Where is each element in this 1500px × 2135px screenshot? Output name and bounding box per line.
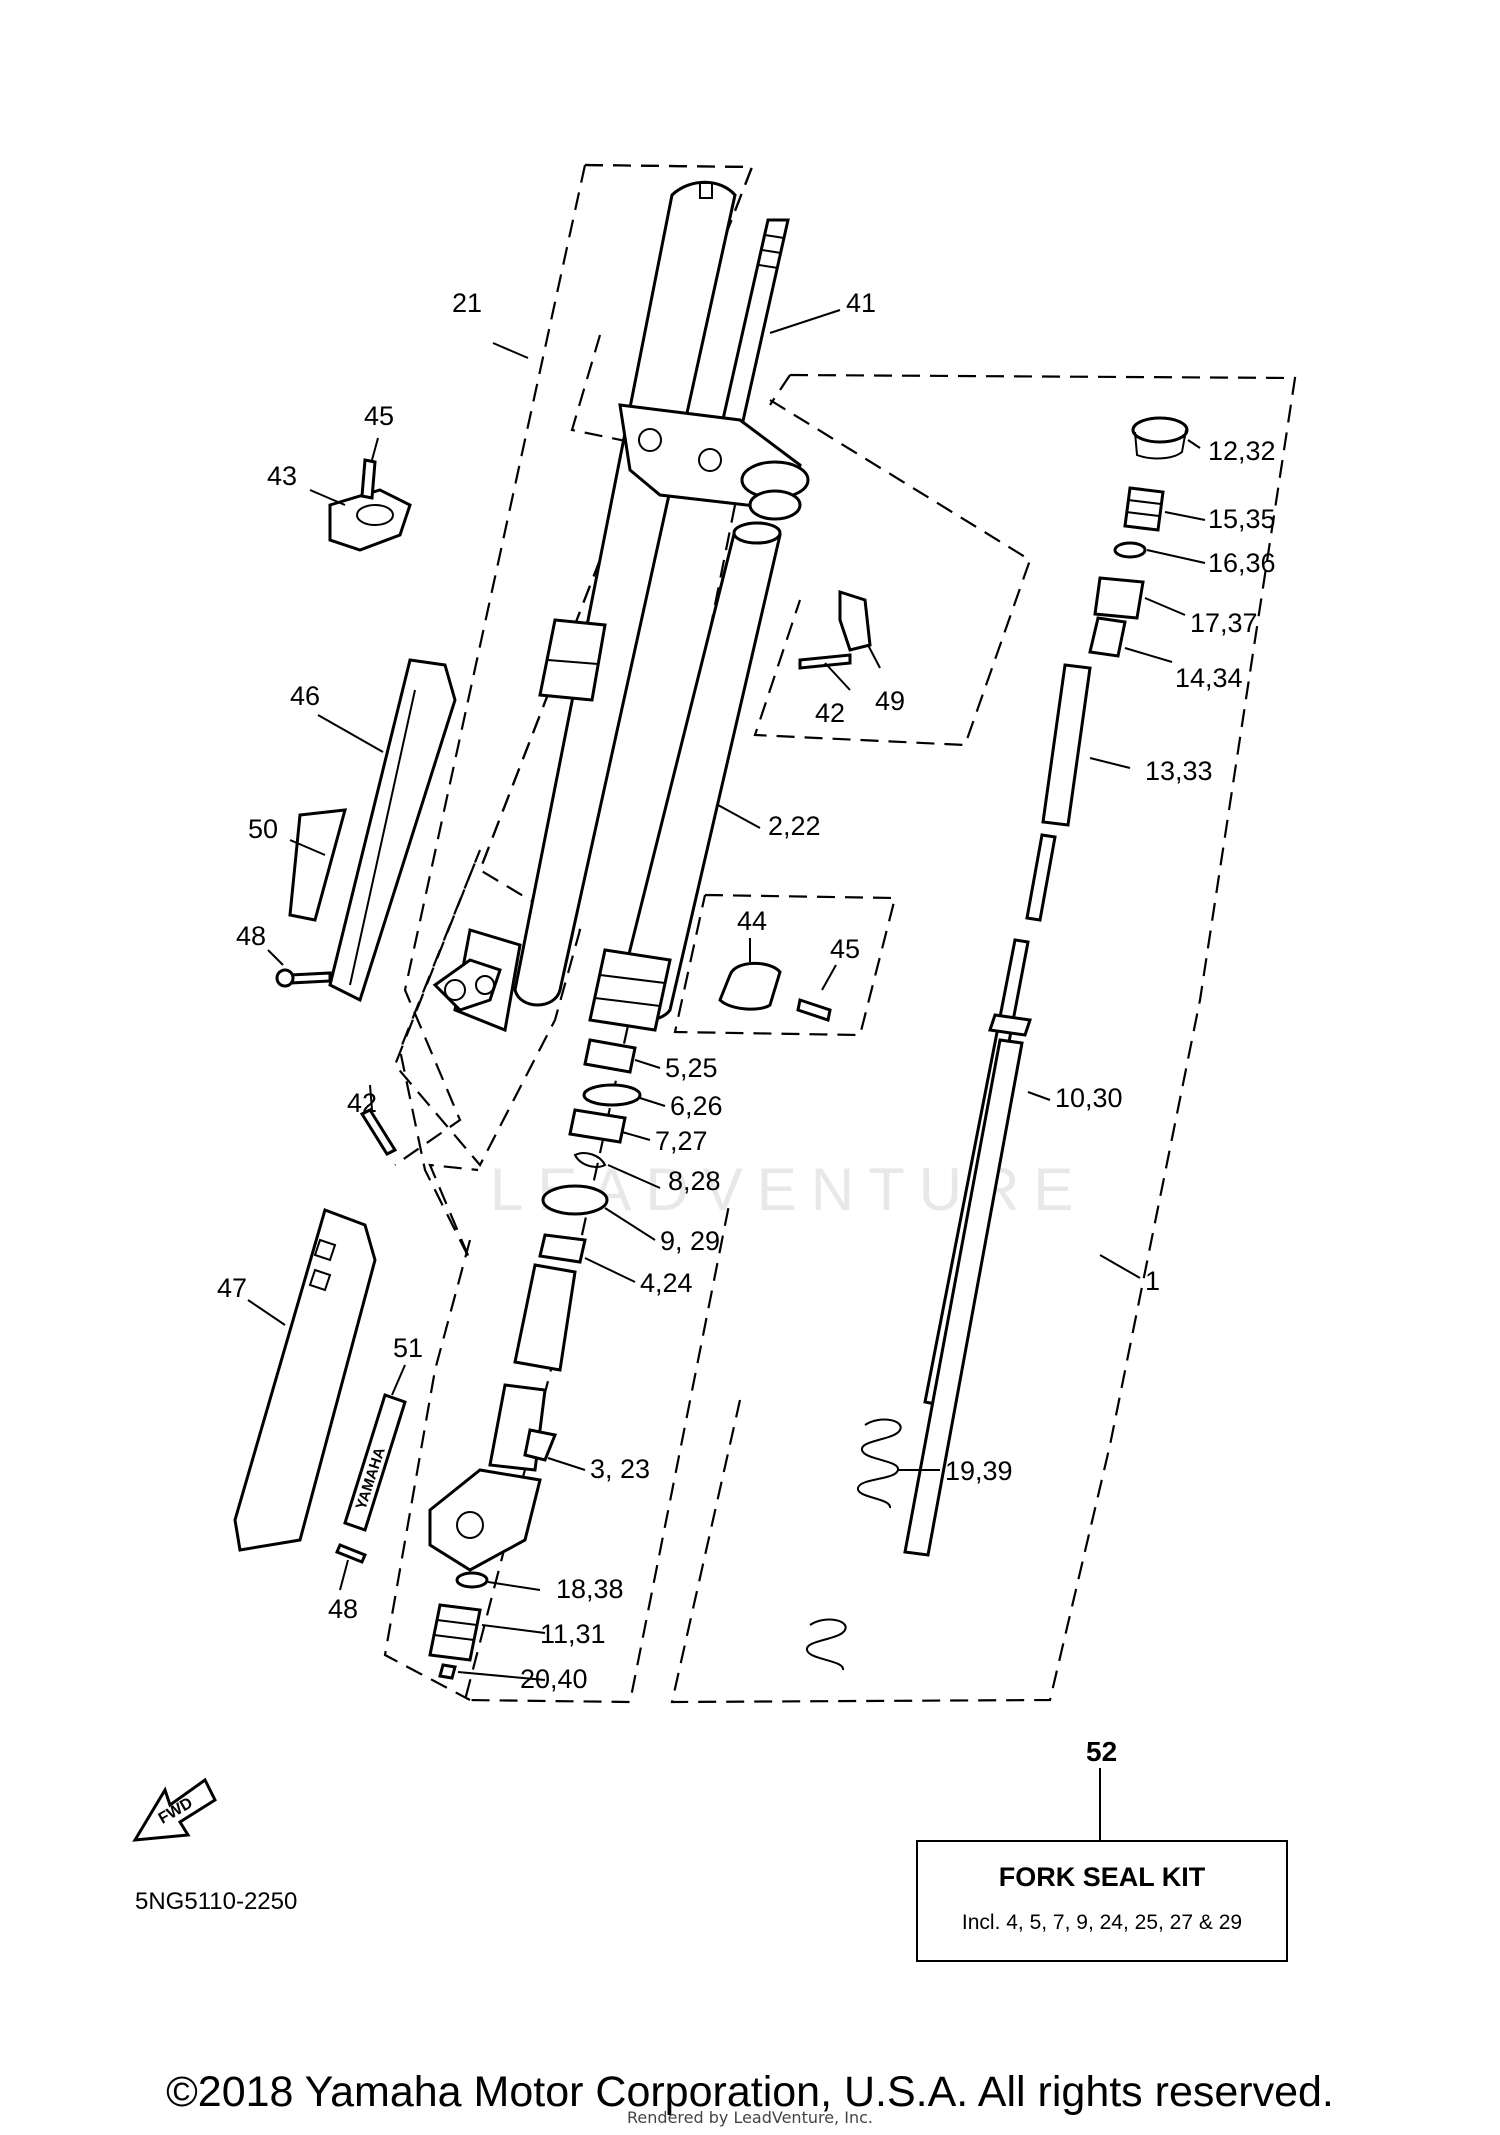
damper-parts <box>903 416 1189 1557</box>
bolt-42a <box>798 653 852 670</box>
fwd-arrow: FWD <box>132 1777 217 1842</box>
callout-2-22: 2,22 <box>768 811 821 841</box>
part-14 <box>1088 616 1127 658</box>
callout-1: 1 <box>1145 1266 1160 1296</box>
diagram-code: 5NG5110-2250 <box>135 1888 298 1915</box>
outline-group-left <box>394 164 587 1166</box>
callout-46: 46 <box>290 681 320 711</box>
inner-tube <box>588 521 782 1032</box>
callout-49: 49 <box>875 686 905 716</box>
part-51 <box>343 1393 407 1532</box>
part-43 <box>328 488 412 552</box>
part-8 <box>573 1152 607 1168</box>
callout-9-29: 9, 29 <box>660 1226 720 1256</box>
callout-51: 51 <box>393 1333 423 1363</box>
callout-42-lower: 42 <box>347 1088 377 1118</box>
callout-4-24: 4,24 <box>640 1268 693 1298</box>
bolt-42b <box>359 1108 398 1156</box>
callout-6-26: 6,26 <box>670 1091 723 1121</box>
outline-group-1 <box>769 374 791 406</box>
callout-19-39: 19,39 <box>945 1456 1013 1486</box>
callout-15-35: 15,35 <box>1208 504 1276 534</box>
callout-7-27: 7,27 <box>655 1126 708 1156</box>
part-17 <box>1093 576 1145 620</box>
part-16 <box>1113 541 1147 559</box>
callout-18-38: 18,38 <box>556 1574 624 1604</box>
callout-42-bracket: 42 <box>815 698 845 728</box>
part-15 <box>1123 486 1165 532</box>
callout-45-mid: 45 <box>830 934 860 964</box>
part-11 <box>428 1603 482 1662</box>
callout-44: 44 <box>737 906 767 936</box>
outer-tube <box>432 180 737 1033</box>
spring <box>806 1418 902 1671</box>
callout-17-37: 17,37 <box>1190 608 1258 638</box>
callout-14-34: 14,34 <box>1175 663 1243 693</box>
bolt-48b <box>335 1543 367 1564</box>
part-44 <box>718 961 782 1011</box>
callout-5-25: 5,25 <box>665 1053 718 1083</box>
callout-3-23: 3, 23 <box>590 1454 650 1484</box>
part-47 <box>233 1208 377 1552</box>
callout-45-top: 45 <box>364 401 394 431</box>
callout-43: 43 <box>267 461 297 491</box>
callout-21: 21 <box>452 288 482 318</box>
part-rod-thread <box>1025 833 1057 922</box>
callout-48-bottom: 48 <box>328 1594 358 1624</box>
part-7 <box>568 1108 627 1144</box>
callout-47: 47 <box>217 1273 247 1303</box>
bolt-45a <box>360 458 377 500</box>
callout-12-32: 12,32 <box>1208 436 1276 466</box>
outline-group-49 <box>753 399 1032 747</box>
bolt-45b <box>796 998 832 1022</box>
callout-11-31: 11,31 <box>540 1619 606 1649</box>
outline-group-44 <box>673 893 897 1037</box>
part-12 <box>1131 416 1189 444</box>
bolt-48a <box>288 971 332 985</box>
outline-damper-assy <box>670 373 1297 1704</box>
kit-includes: Incl. 4, 5, 7, 9, 24, 25, 27 & 29 <box>961 1911 1243 1934</box>
callout-10-30: 10,30 <box>1055 1083 1123 1113</box>
callout-8-28: 8,28 <box>668 1166 721 1196</box>
part-6 <box>582 1083 642 1107</box>
part-4 <box>538 1233 587 1264</box>
lower-fork-leg <box>428 1263 577 1572</box>
part-9 <box>541 1184 609 1216</box>
seal-stack <box>538 1038 642 1264</box>
part-50 <box>288 808 348 922</box>
callout-20-40: 20,40 <box>520 1664 588 1694</box>
outline-lower-clamp <box>383 1239 472 1701</box>
fork-guards: YAMAHA <box>233 658 457 1564</box>
kit-title: FORK SEAL KIT <box>998 1862 1206 1892</box>
copyright-notice: ©2018 Yamaha Motor Corporation, U.S.A. A… <box>166 2068 1334 2116</box>
part-13 <box>1041 663 1092 827</box>
clamp-brackets <box>328 458 872 1156</box>
steering-stem <box>618 218 810 521</box>
callout-48-top: 48 <box>236 921 266 951</box>
kit-callout-number: 52 <box>1086 1736 1118 1767</box>
part-5 <box>583 1038 637 1074</box>
bottom-parts <box>428 1571 489 1680</box>
part-20 <box>438 1663 457 1680</box>
part-46 <box>328 658 457 1003</box>
callout-16-36: 16,36 <box>1208 548 1276 578</box>
fork-seal-kit-box: FORK SEAL KIT Incl. 4, 5, 7, 9, 24, 25, … <box>916 1840 1288 1962</box>
leader-lines <box>247 309 1206 1840</box>
part-49 <box>838 589 872 652</box>
callout-13-33: 13,33 <box>1145 756 1213 786</box>
part-18 <box>455 1571 489 1589</box>
callout-41: 41 <box>846 288 876 318</box>
callout-labels: 21 41 45 43 12,32 15,35 16,36 17,37 14,3… <box>217 288 1276 1694</box>
callout-50: 50 <box>248 814 278 844</box>
rendered-by-notice: Rendered by LeadVenture, Inc. <box>627 2108 873 2127</box>
